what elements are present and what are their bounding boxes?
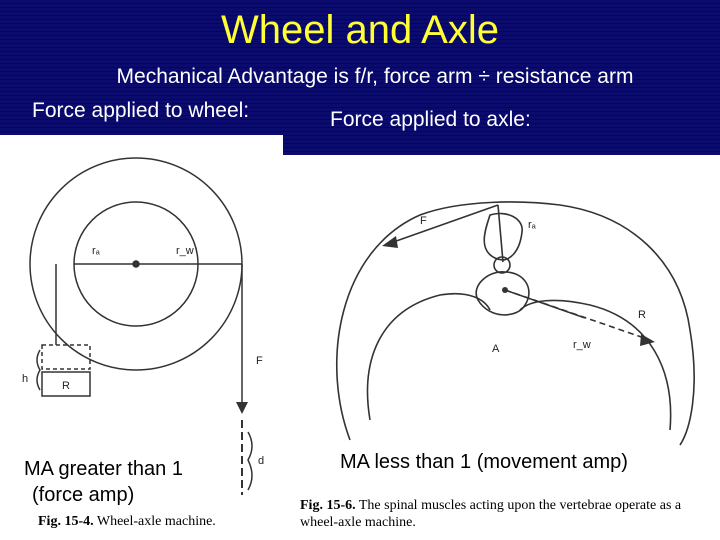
vertebra-body [475,271,530,316]
ra-label: rₐ [92,245,101,257]
axle-ma-text: MA less than 1 (movement amp) [340,451,628,473]
rib-cage-outline [335,201,695,446]
load-box [41,371,91,397]
axle-ra-label: rₐ [528,219,537,231]
force-arrow-F-head [382,236,398,248]
F-label: F [256,355,263,367]
wheel-ma-line2: (force amp) [32,484,135,506]
force-line-F [384,204,499,246]
slide-subtitle: Mechanical Advantage is f/r, force arm ÷… [116,65,634,88]
slide-title: Wheel and Axle [221,8,499,52]
axle-caption-number: Fig. 15-6. [300,498,356,513]
h-label: h [22,373,28,385]
rw-line [504,289,586,319]
rw-label: r_w [176,245,194,257]
axle-A-label: A [492,343,500,355]
wheel-ma-text: MA greater than 1 (force amp) [24,456,244,508]
center-point [132,260,140,268]
d-brace [247,431,253,491]
wheel-caption-number: Fig. 15-4. [38,514,94,529]
axle-figure-caption: Fig. 15-6. The spinal muscles acting upo… [300,497,700,531]
axle-caption-text: The spinal muscles acting upon the verte… [300,498,682,530]
force-arrow-head [236,402,248,414]
wheel-ma-line1: MA greater than 1 [24,458,183,480]
rib-inner-right [519,299,672,431]
wheel-caption-text: Wheel-axle machine. [96,514,216,529]
rib-inner-left [366,292,491,421]
h-brace [36,349,41,391]
wheel-figure-caption: Fig. 15-4. Wheel-axle machine. [38,513,216,530]
ra-line [497,204,504,263]
axle-center-point [502,287,508,293]
axle-R-label: R [638,309,646,321]
axle-figure-panel [283,155,720,540]
axle-rw-label: r_w [573,339,591,351]
wheel-force-heading: Force applied to wheel: [32,99,250,122]
axle-F-label: F [420,215,427,227]
R-label: R [62,380,70,392]
axle-force-heading: Force applied to axle: [330,108,531,131]
load-box-dashed [41,344,91,370]
vertebra-process [483,212,523,261]
d-label: d [258,455,264,467]
resistance-arrow-head [640,334,655,346]
